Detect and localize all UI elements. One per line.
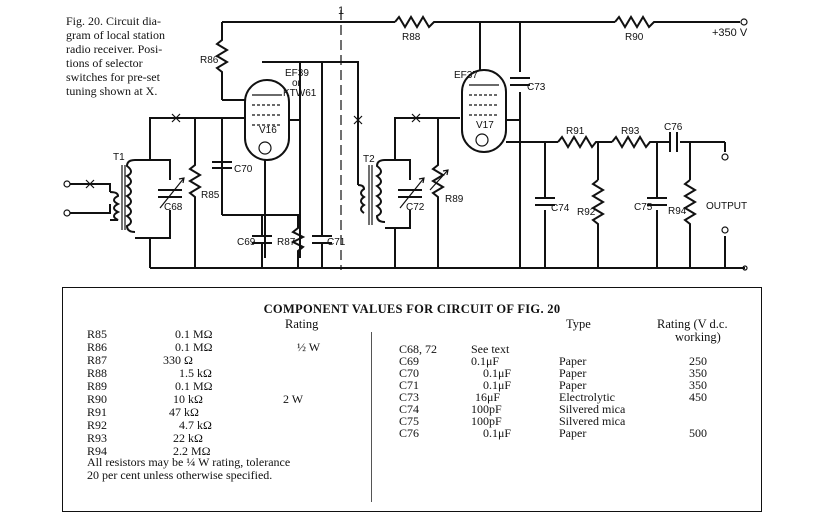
r85-label: R85 — [201, 190, 220, 201]
v17-valve — [461, 69, 507, 153]
t1-transformer — [109, 159, 136, 233]
antenna-input — [63, 179, 111, 217]
v16-or-label: or — [292, 78, 302, 89]
caption-line: radio receiver. Posi- — [66, 42, 163, 56]
v16-alt-label: KTW61 — [283, 88, 317, 99]
supply-terminal — [740, 18, 748, 26]
c71-label: C71 — [327, 237, 346, 248]
selector-x — [85, 179, 95, 189]
c70-label: C70 — [234, 164, 253, 175]
c68-label: C68 — [164, 202, 183, 213]
t2-label: T2 — [363, 154, 375, 165]
resistor-rating-header: Rating — [285, 317, 319, 331]
v16-label: V16 — [259, 125, 277, 136]
r94-label: R94 — [668, 206, 687, 217]
c75-label: C75 — [634, 202, 653, 213]
r87-label: R87 — [277, 237, 296, 248]
caption-line: switches for pre-set — [66, 70, 160, 84]
r91-resistor — [557, 135, 598, 149]
r87-resistor — [290, 215, 306, 268]
input-terminal-bottom — [63, 209, 71, 217]
r85-resistor — [188, 118, 202, 268]
c76-capacitor — [669, 132, 678, 152]
column-divider — [371, 332, 372, 502]
capacitor-rating-header-2: working) — [675, 330, 721, 344]
note-line: All resistors may be ¼ W rating, toleran… — [87, 455, 291, 469]
c71-capacitor — [312, 62, 332, 268]
c72-label: C72 — [406, 202, 425, 213]
t2-primary — [357, 184, 366, 214]
selector-x-right — [411, 113, 421, 123]
selector-x-mid — [353, 115, 363, 125]
c74-capacitor — [535, 197, 555, 206]
circuit-schematic: 1 R86 R88 R90 +350 V EF39 or KTW61 V16 E… — [63, 5, 748, 271]
c69-label: C69 — [237, 237, 256, 248]
dash-marker-label: 1 — [338, 5, 344, 17]
note-line: 20 per cent unless otherwise specified. — [87, 468, 273, 482]
caption-line: gram of local station — [66, 28, 165, 42]
r88-label: R88 — [402, 32, 421, 43]
t1-tuned-wiring — [135, 117, 222, 268]
c72-capacitor — [398, 177, 425, 209]
output-label: OUTPUT — [706, 201, 747, 212]
c74-label: C74 — [551, 203, 570, 214]
v17-label: V17 — [476, 120, 494, 131]
v16-type-label: EF39 — [285, 68, 309, 79]
r86-label: R86 — [200, 55, 219, 66]
t2-tuned-wiring — [385, 117, 460, 268]
v17-wiring — [479, 22, 545, 268]
r92-label: R92 — [577, 207, 596, 218]
table-title: COMPONENT VALUES FOR CIRCUIT OF FIG. 20 — [263, 302, 561, 316]
c76-label: C76 — [664, 122, 683, 133]
r89-label: R89 — [445, 194, 464, 205]
r90-resistor — [614, 15, 660, 29]
c75-capacitor — [647, 197, 667, 206]
r90-label: R90 — [625, 32, 644, 43]
r91-label: R91 — [566, 126, 585, 137]
component-values-table: COMPONENT VALUES FOR CIRCUIT OF FIG. 20 … — [62, 287, 762, 512]
figure-caption: Fig. 20. Circuit dia- gram of local stat… — [66, 14, 206, 98]
caption-line: tuning shown at X. — [66, 84, 158, 98]
r94-resistor — [683, 179, 697, 236]
c68-capacitor — [158, 177, 185, 209]
output-terminal-top — [721, 153, 729, 161]
caption-line: Fig. 20. Circuit dia- — [66, 14, 161, 28]
c73-label: C73 — [527, 82, 546, 93]
input-terminal-top — [63, 180, 71, 188]
v17-type-label: EF37 — [454, 70, 478, 81]
t1-label: T1 — [113, 152, 125, 163]
c70-capacitor — [212, 161, 232, 169]
coupling-wire — [300, 61, 359, 185]
t2-transformer — [368, 159, 386, 225]
output-terminal-bottom — [721, 226, 729, 234]
filter-wiring — [544, 141, 725, 268]
ground-terminal — [742, 265, 748, 271]
c73-capacitor — [510, 77, 530, 86]
selector-x-grid — [171, 113, 181, 123]
supply-rail — [222, 18, 748, 26]
capacitor-rating-header-1: Rating (V d.c. — [657, 317, 728, 331]
r88-resistor — [394, 15, 438, 29]
r89-wiper — [429, 169, 449, 191]
r93-label: R93 — [621, 126, 640, 137]
supply-label: +350 V — [712, 27, 748, 39]
r86-resistor — [215, 22, 229, 100]
r92-resistor — [591, 179, 605, 236]
capacitor-type-header: Type — [566, 317, 591, 331]
r93-resistor — [611, 135, 652, 149]
r89-resistor — [431, 118, 445, 268]
caption-line: tions of selector — [66, 56, 143, 70]
c69-capacitor — [252, 215, 272, 268]
resistor-note: All resistors may be ¼ W rating, toleran… — [87, 456, 357, 482]
